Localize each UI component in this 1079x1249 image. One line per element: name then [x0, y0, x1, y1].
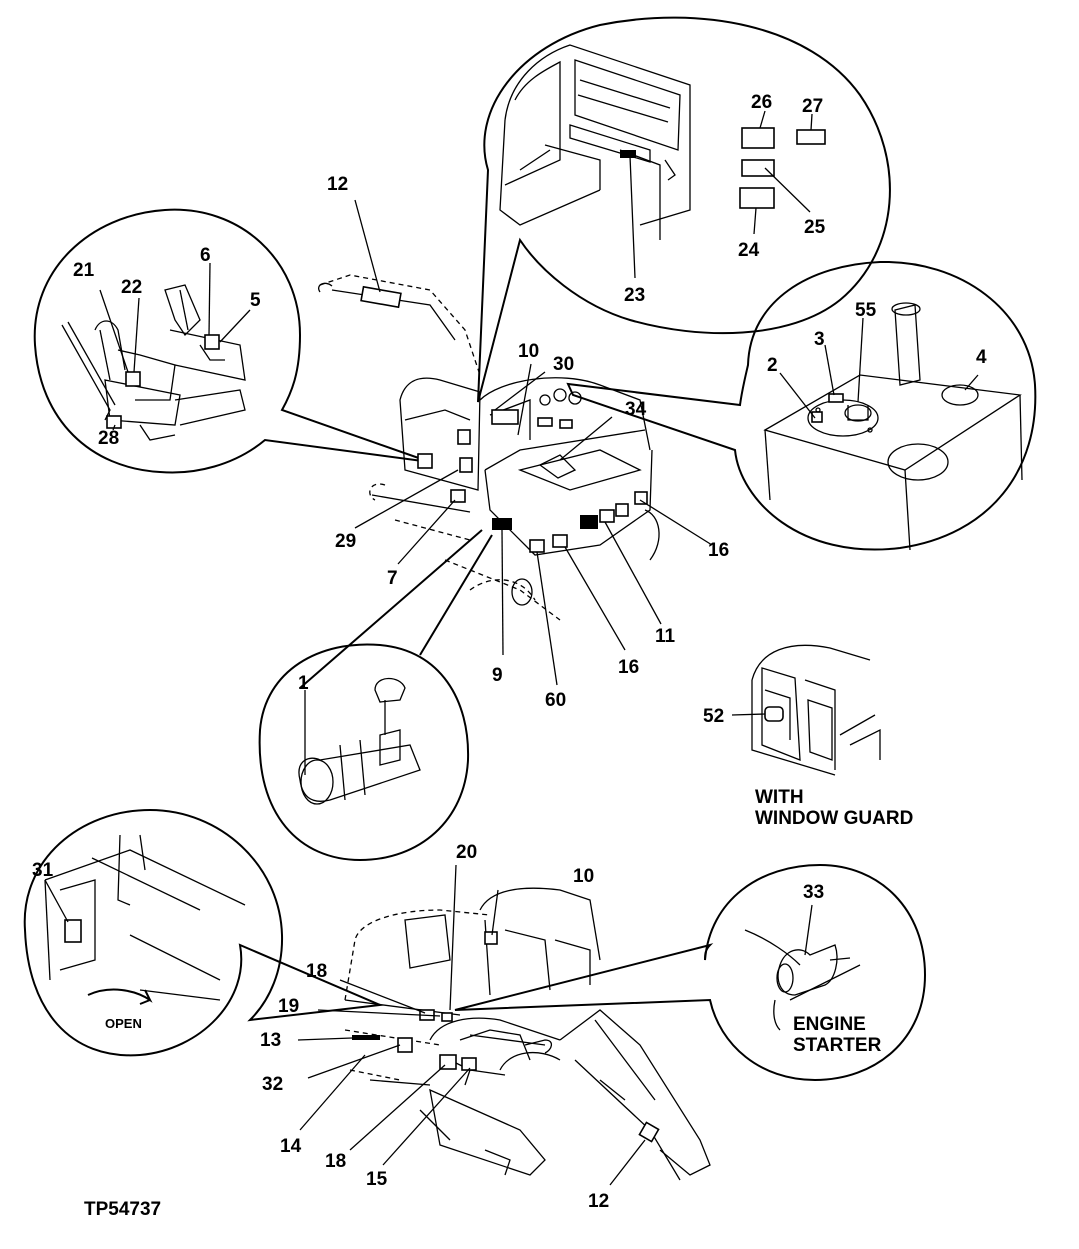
figure-id: TP54737	[84, 1199, 161, 1220]
window-guard-inset	[731, 644, 881, 776]
callout-60: 60	[545, 690, 566, 711]
callout-9: 9	[492, 665, 503, 686]
callout-13: 13	[260, 1030, 281, 1051]
callout-21: 21	[73, 260, 95, 281]
callout-31: 31	[32, 860, 54, 881]
callout-34: 34	[625, 399, 647, 420]
callout-22: 22	[121, 277, 142, 298]
callout-11: 11	[655, 626, 676, 647]
callout-12-top: 12	[327, 174, 348, 195]
callout-30: 30	[553, 354, 574, 375]
callout-26: 26	[751, 92, 772, 113]
callout-19: 19	[278, 996, 299, 1017]
callout-52: 52	[703, 706, 724, 727]
excavator-top-view	[318, 199, 713, 686]
caption-engine: ENGINE	[793, 1014, 866, 1035]
callout-labels: 12 26 27 25 24 23 6 21 22 5 28 55 3 2 4 …	[32, 92, 987, 1220]
caption-open: OPEN	[105, 1016, 142, 1031]
callout-5: 5	[250, 290, 261, 311]
callout-16-right: 16	[708, 540, 729, 561]
callout-15: 15	[366, 1169, 388, 1190]
callout-33: 33	[803, 882, 824, 903]
callout-10-bottom: 10	[573, 866, 594, 887]
controls-bubble	[33, 208, 431, 474]
callout-24: 24	[738, 240, 760, 261]
callout-10-top: 10	[518, 341, 539, 362]
callout-7: 7	[387, 568, 398, 589]
cab-interior-bubble	[477, 16, 891, 403]
callout-20: 20	[456, 842, 477, 863]
callout-4: 4	[976, 347, 987, 368]
callout-2: 2	[767, 355, 778, 376]
callout-3: 3	[814, 329, 825, 350]
callout-23: 23	[624, 285, 645, 306]
caption-window-guard: WINDOW GUARD	[755, 808, 913, 829]
callout-16-mid: 16	[618, 657, 639, 678]
door-bubble	[23, 808, 384, 1057]
callout-1: 1	[298, 673, 309, 694]
caption-starter: STARTER	[793, 1035, 882, 1056]
engine-starter-bubble	[454, 863, 927, 1082]
callout-28: 28	[98, 428, 119, 449]
callout-18-top: 18	[306, 961, 327, 982]
callout-25: 25	[804, 217, 826, 238]
callout-27: 27	[802, 96, 823, 117]
callout-32: 32	[262, 1074, 283, 1095]
callout-6: 6	[200, 245, 211, 266]
excavator-rear-view	[297, 864, 711, 1186]
callout-55: 55	[855, 300, 877, 321]
filter-bubble	[258, 529, 493, 862]
callout-14: 14	[280, 1136, 302, 1157]
callout-18-bottom: 18	[325, 1151, 346, 1172]
callout-12-bottom: 12	[588, 1191, 609, 1212]
tank-cap-bubble	[566, 260, 1037, 551]
caption-with: WITH	[755, 787, 804, 808]
callout-29: 29	[335, 531, 356, 552]
